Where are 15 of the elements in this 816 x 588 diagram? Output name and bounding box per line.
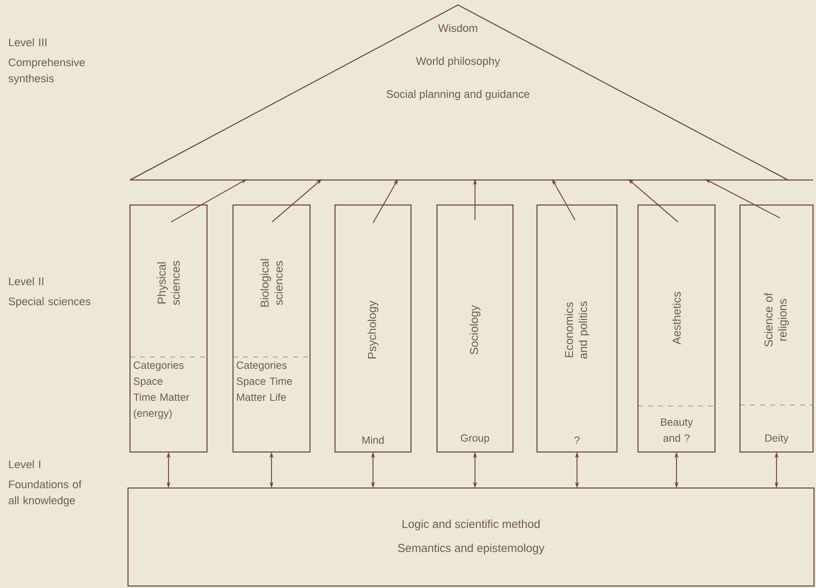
roof-triangle: Wisdom World philosophy Social planning and guidance bbox=[130, 4, 814, 180]
pillar-box: Psychology Mind bbox=[334, 204, 412, 452]
level-label: Level III bbox=[9, 38, 46, 46]
pillar-box: Science of religions Deity bbox=[740, 204, 814, 452]
level-description: Special sciences bbox=[8, 297, 90, 308]
foundation-box: Logic and scientific method Semantics and epistemology bbox=[128, 488, 814, 586]
level-description: Foundations of all knowledge bbox=[8, 480, 82, 506]
pillar-box: Biological sciences Categories Space Time Matter Life bbox=[232, 204, 310, 452]
pillar-box: Physical sciences Categories Space Time Matter (energy) bbox=[130, 204, 208, 452]
level-label: Level I bbox=[9, 460, 40, 468]
level-label: Level II bbox=[9, 277, 44, 286]
pillar-box: Sociology Group bbox=[436, 204, 514, 452]
pillar-box: Economics and politics ? bbox=[536, 204, 618, 452]
pillar-box: Aesthetics Beauty and ? bbox=[638, 204, 716, 452]
level-description: Comprehensive synthesis bbox=[8, 58, 85, 84]
